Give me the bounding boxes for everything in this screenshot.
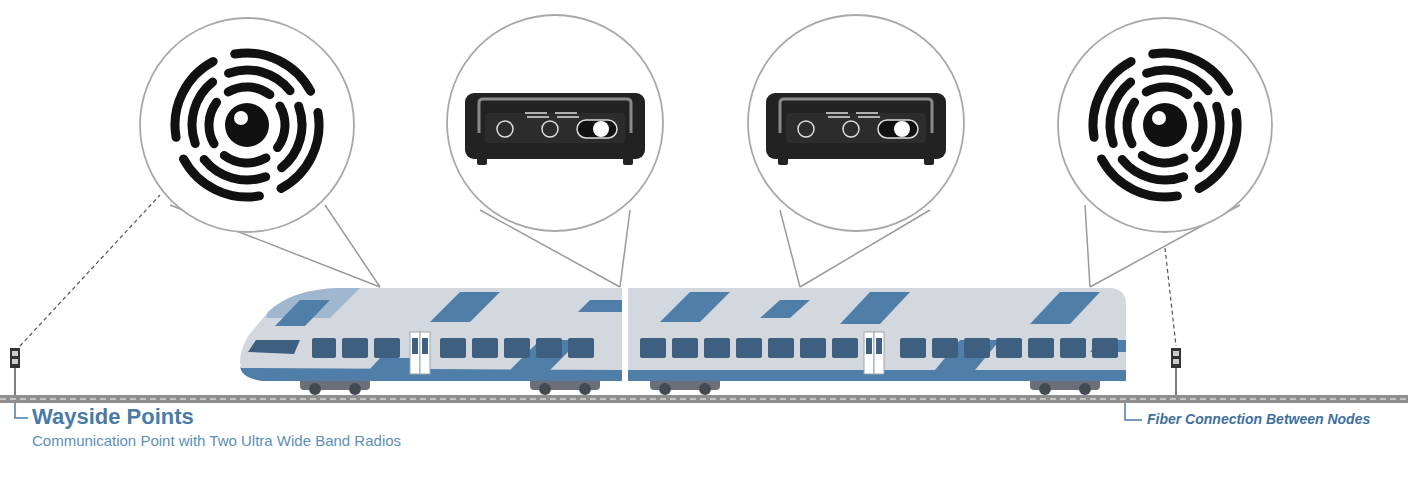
- section-heading: Wayside Points: [32, 404, 194, 430]
- callout-lines: [170, 205, 1240, 287]
- uwb-radio-icon: [164, 42, 331, 209]
- uwb-radio-icon: [1082, 42, 1249, 209]
- wayside-point: [10, 348, 20, 395]
- track: [0, 395, 1408, 403]
- radio-device-icon: [766, 93, 946, 165]
- radio-device-icon: [465, 93, 645, 165]
- train: [240, 288, 1126, 395]
- wayside-point: [1171, 348, 1181, 395]
- description-text: Communication Point with Two Ultra Wide …: [32, 432, 401, 449]
- callout-circles: [140, 15, 1272, 232]
- note-label: Fiber Connection Between Nodes: [1147, 411, 1370, 427]
